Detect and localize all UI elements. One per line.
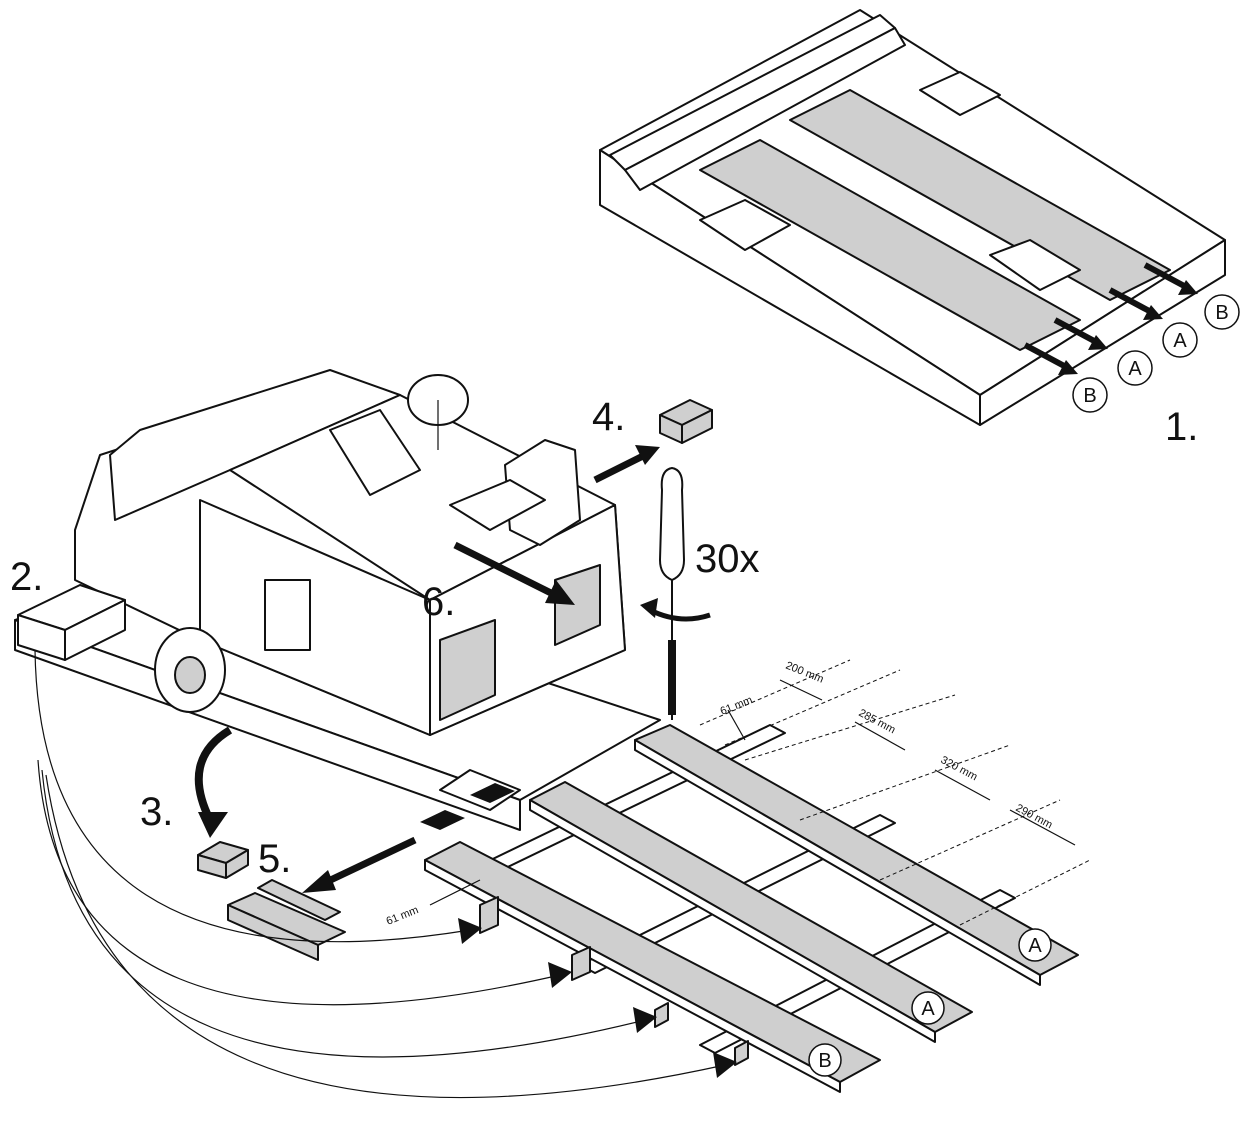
- ride-on-sweeper-machine: [74, 369, 626, 736]
- step-5-arrow: [302, 836, 417, 893]
- step-5-label: 5.: [258, 837, 291, 881]
- screwdriver: [659, 467, 685, 720]
- chock-block-4: [659, 399, 713, 444]
- step-6-label: 6.: [422, 580, 455, 624]
- dimension-285mm: 285 mm: [857, 707, 898, 736]
- step-3-arrow: [194, 726, 233, 838]
- step-1-label: 1.: [1165, 405, 1198, 449]
- ramp-labels: A A B: [808, 928, 1052, 1077]
- removed-boards: [227, 879, 346, 961]
- steering-wheel: [407, 374, 469, 450]
- step-numbers: 1. 2. 3. 4. 5. 6.: [10, 395, 1198, 881]
- pallet-ramp-label: B: [1083, 385, 1096, 407]
- placement-curves: [34, 649, 737, 1099]
- dimension-290mm: 290 mm: [1014, 802, 1055, 831]
- wooden-beams-stack: [17, 584, 126, 661]
- screw-count-label: 30x: [695, 537, 760, 581]
- ramp-board-1: [634, 724, 1079, 986]
- pallet-arrows: [1023, 262, 1198, 375]
- step-4-label: 4.: [592, 395, 625, 439]
- pallet-ramp-labels: B A A B: [1072, 294, 1240, 413]
- front-wheel: [154, 627, 226, 713]
- dimension-61mm-top: 61 mm: [719, 694, 755, 718]
- dimension-61mm-bottom: 61 mm: [385, 904, 421, 928]
- ramp-board-2: [529, 781, 973, 1043]
- dimension-200mm: 200 mm: [784, 660, 825, 686]
- dimension-guides: [429, 659, 1091, 926]
- step-4-arrow: [593, 445, 660, 484]
- pallet-ramp-boards: [699, 89, 1171, 351]
- step-5-dash-marks: [420, 783, 515, 830]
- pallet-ramp-label: A: [1173, 330, 1187, 352]
- chock-block-3: [197, 841, 249, 879]
- ramp-support-blocks: [479, 896, 749, 1066]
- ramp-label: A: [1028, 935, 1042, 957]
- ramp-label: A: [921, 998, 935, 1020]
- step-6-arrow: [453, 541, 575, 605]
- operator-seat: [449, 439, 581, 546]
- ramp-board-3: [424, 841, 881, 1093]
- ramp-label: B: [818, 1050, 831, 1072]
- pallet-ramp-label: B: [1215, 302, 1228, 324]
- vent-grilles: [264, 564, 601, 721]
- pallet-ramp-label: A: [1128, 358, 1142, 380]
- step-3-label: 3.: [140, 790, 173, 834]
- rotate-arrow: [640, 598, 711, 622]
- shipping-pallet: [599, 9, 1226, 426]
- step-2-label: 2.: [10, 555, 43, 599]
